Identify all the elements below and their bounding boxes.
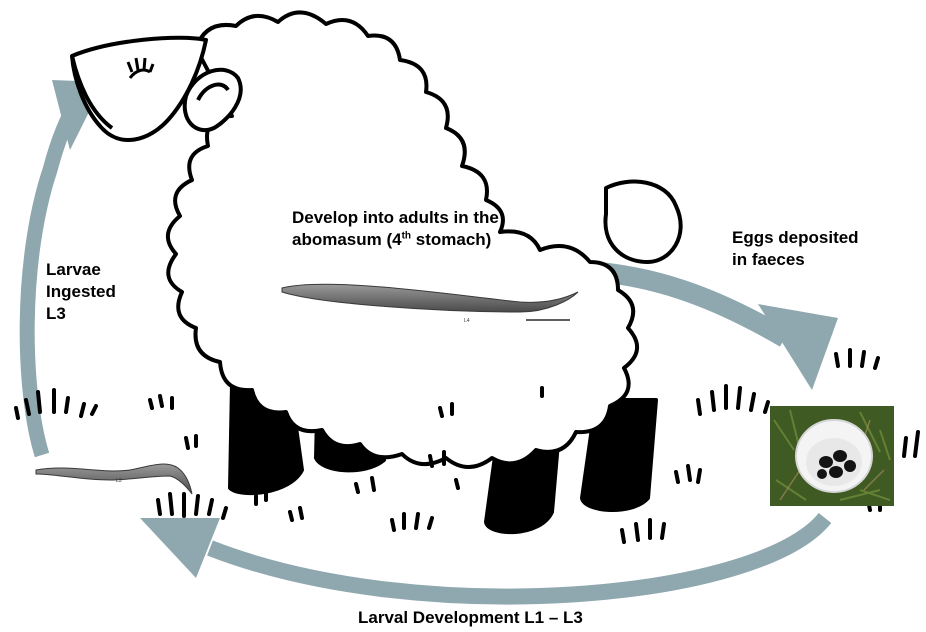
develop-label-line1: Develop into adults in the — [292, 207, 499, 229]
faeces-photo — [770, 406, 894, 506]
eggs-deposited-label: Eggs deposited in faeces — [732, 227, 859, 271]
arrowhead-eggs — [758, 304, 838, 390]
larva-worm-icon — [36, 464, 192, 494]
sheep-tail — [605, 182, 680, 262]
develop-adults-label: Develop into adults in the abomasum (4th… — [292, 207, 499, 251]
develop-label-line2: abomasum (4th stomach) — [292, 229, 499, 251]
larvae-ingested-label: Larvae Ingested L3 — [46, 259, 116, 325]
larva-worm-stage-label: L3 — [116, 478, 122, 484]
arrowhead-development — [140, 518, 220, 578]
adult-worm-stage-label: L4 — [464, 318, 470, 324]
larvae-label-line1: Larvae — [46, 259, 116, 281]
larvae-label-line2: Ingested — [46, 281, 116, 303]
sheep-head — [72, 38, 206, 140]
larval-development-label: Larval Development L1 – L3 — [358, 607, 583, 629]
eggs-label-line2: in faeces — [732, 249, 859, 271]
sheep-outline — [72, 12, 681, 532]
eggs-label-line1: Eggs deposited — [732, 227, 859, 249]
larvae-label-line3: L3 — [46, 303, 116, 325]
